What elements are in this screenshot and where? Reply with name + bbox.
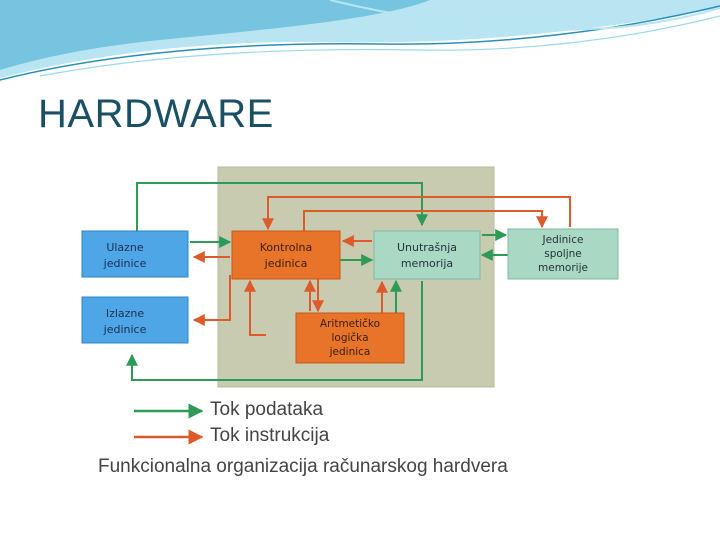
block-output-units: Izlazne jedinice: [81, 296, 189, 344]
input-units-line-2: jedinice: [103, 257, 147, 270]
instruction-flow-lines: [192, 196, 571, 336]
block-control-unit: Kontrolna jedinica: [231, 230, 341, 280]
external-memory-line-3: memorije: [538, 262, 588, 274]
alu-line-1: Aritmetičko: [320, 318, 380, 330]
control-unit-line-2: jedinica: [264, 257, 308, 270]
internal-memory-line-1: Unutrašnja: [397, 241, 457, 254]
block-alu: Aritmetičko logička jedinica: [295, 312, 405, 364]
alu-line-2: logička: [331, 332, 368, 344]
hardware-organization-diagram: Ulazne jedinice Izlazne jedinice Kontrol…: [81, 166, 619, 445]
block-external-memory: Jedinice spoljne memorije: [507, 228, 619, 280]
legend-data-flow-label: Tok podataka: [210, 399, 324, 420]
input-units-line-1: Ulazne: [106, 241, 144, 254]
output-units-line-1: Izlazne: [106, 307, 145, 320]
block-input-units: Ulazne jedinice: [81, 230, 189, 278]
hardware-diagram-figure: Ulazne jedinice Izlazne jedinice Kontrol…: [70, 155, 630, 490]
internal-memory-line-2: memorija: [401, 257, 453, 270]
external-memory-line-1: Jedinice: [542, 234, 584, 246]
slide-title: HARDWARE: [38, 92, 274, 136]
alu-line-3: jedinica: [329, 346, 371, 358]
block-internal-memory: Unutrašnja memorija: [373, 230, 481, 280]
control-unit-line-1: Kontrolna: [260, 241, 312, 254]
output-units-line-2: jedinice: [103, 323, 147, 336]
figure-caption: Funkcionalna organizacija računarskog ha…: [98, 456, 508, 477]
data-flow-lines: [126, 182, 508, 381]
external-memory-line-2: spoljne: [544, 248, 582, 260]
legend-instruction-flow-label: Tok instrukcija: [210, 425, 330, 446]
header-wave-decoration: [0, 0, 720, 81]
